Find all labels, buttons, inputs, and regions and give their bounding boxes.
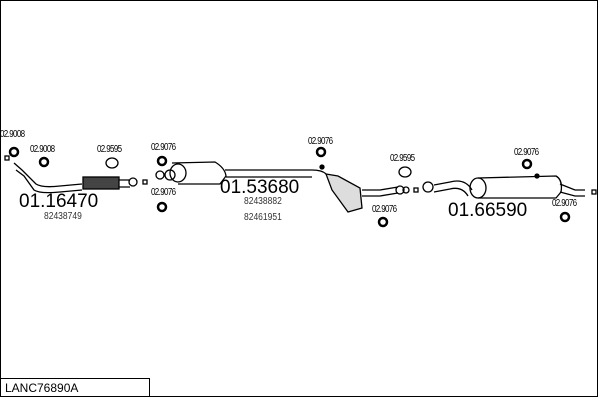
fitting-label: 02.9076 (151, 142, 176, 153)
clamp-icons (8, 146, 571, 228)
part-number: 01.16470 (19, 191, 99, 212)
part-number: 01.66590 (448, 200, 528, 221)
fitting-label: 02.9008 (30, 144, 55, 155)
middle-box-drawing (324, 173, 419, 213)
rear-silencer-drawing (422, 173, 597, 199)
part-number: 01.53680 (220, 177, 300, 198)
part-reference: 82438749 (44, 211, 82, 222)
fitting-label: 02.9076 (514, 147, 539, 158)
diagram-code: LANC76890A (0, 378, 150, 397)
fitting-label: 02.9008 (0, 129, 25, 140)
fitting-label: 02.9595 (390, 153, 415, 164)
fitting-label: 02.9076 (372, 204, 397, 215)
part-reference: 82461951 (244, 212, 282, 223)
fitting-label: 02.9076 (151, 187, 176, 198)
fitting-label: 02.9595 (97, 144, 122, 155)
front-pipe-drawing (4, 155, 148, 194)
fitting-label: 02.9076 (308, 136, 333, 147)
fitting-label: 02.9076 (552, 198, 577, 209)
part-reference: 82438882 (244, 196, 282, 207)
